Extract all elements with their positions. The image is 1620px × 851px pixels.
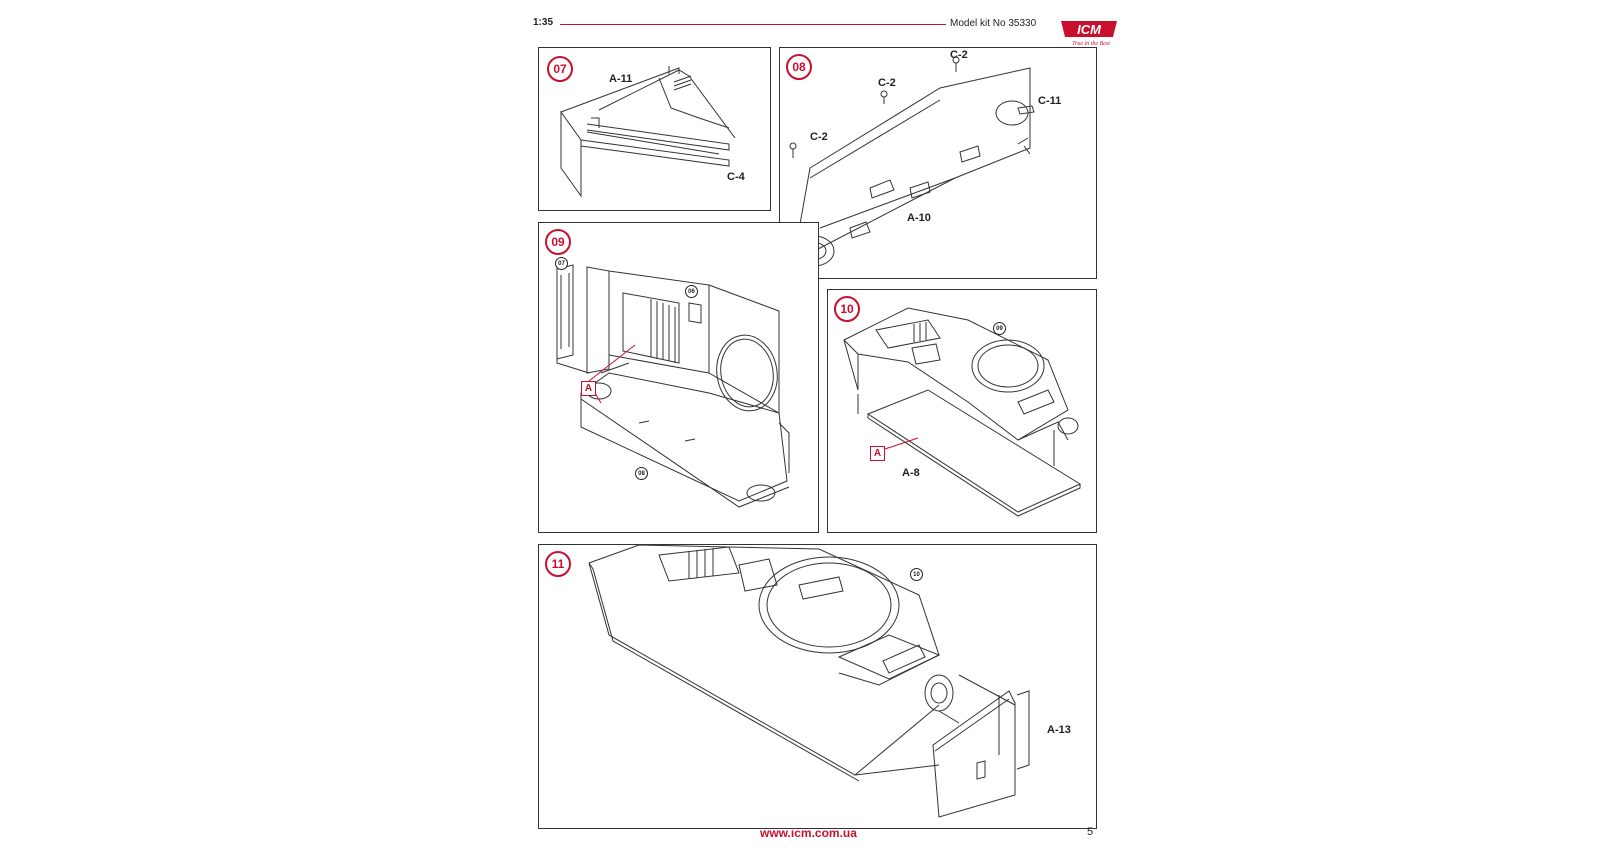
page-number: 5 xyxy=(1087,826,1094,838)
step-10-drawing xyxy=(843,307,1082,517)
step-09-panel: 09 07 06 08 A xyxy=(538,222,819,533)
step-07-drawing xyxy=(560,66,736,198)
part-label: A-8 xyxy=(902,467,920,479)
step-11-drawing xyxy=(588,545,1030,818)
step-09-drawing xyxy=(556,264,790,508)
step-08-drawing xyxy=(789,56,1035,267)
part-label: C-4 xyxy=(727,171,745,183)
step-number-badge: 08 xyxy=(786,54,812,80)
step-11-panel: 11 10 A-13 xyxy=(538,544,1097,829)
step-07-panel: 07 A-11 C-4 xyxy=(538,47,771,211)
part-label: C-11 xyxy=(1038,95,1062,107)
step-reference-badge: 08 xyxy=(635,467,648,480)
svg-text:ICM: ICM xyxy=(1077,22,1102,37)
website-link[interactable]: www.icm.com.ua xyxy=(760,826,857,840)
step-reference-badge: 10 xyxy=(910,568,923,581)
svg-text:True in the Best: True in the Best xyxy=(1072,41,1110,47)
part-label: A-10 xyxy=(907,212,931,224)
part-label: A-13 xyxy=(1047,724,1071,736)
step-number-badge: 11 xyxy=(545,551,571,577)
step-number-badge: 09 xyxy=(545,229,571,255)
kit-number: Model kit No 35330 xyxy=(950,18,1037,29)
header-rule xyxy=(560,24,946,25)
part-label: C-2 xyxy=(810,131,828,143)
part-label: C-2 xyxy=(950,49,968,61)
step-reference-badge: 07 xyxy=(555,257,568,270)
icm-logo: ICM True in the Best xyxy=(1057,17,1121,47)
scale-label: 1:35 xyxy=(533,17,554,28)
step-number-badge: 10 xyxy=(834,296,860,322)
assembly-marker: A xyxy=(581,381,596,396)
part-label: C-2 xyxy=(878,77,896,89)
step-reference-badge: 09 xyxy=(993,322,1006,335)
assembly-marker: A xyxy=(870,446,885,461)
part-label: A-11 xyxy=(609,73,633,85)
step-reference-badge: 06 xyxy=(685,285,698,298)
step-number-badge: 07 xyxy=(547,56,573,82)
step-08-panel: 08 C-2 C-2 C-2 C-11 A-10 xyxy=(779,47,1097,279)
step-10-panel: 10 09 A A-8 xyxy=(827,289,1097,533)
